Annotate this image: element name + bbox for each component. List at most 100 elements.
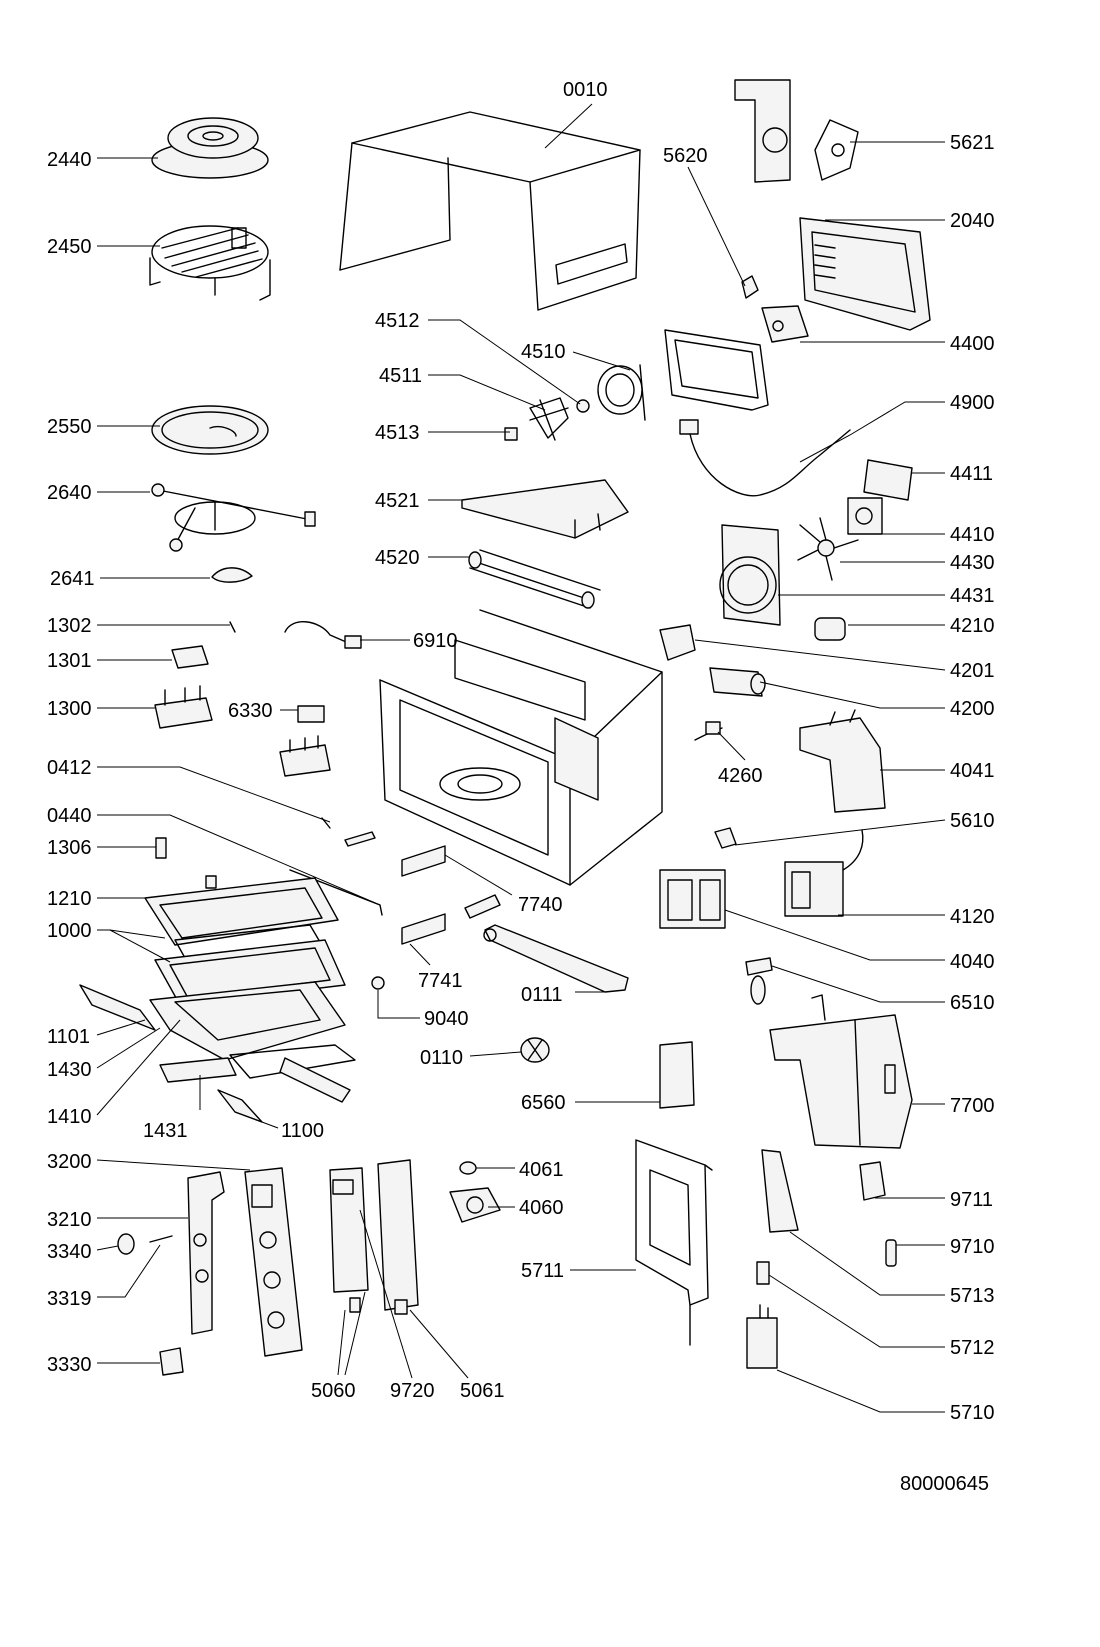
- part-1302-pin: [229, 621, 236, 633]
- part-1100-door-latch: [217, 1089, 263, 1123]
- part-4512-washer: [576, 399, 590, 413]
- part-3210-facia: [187, 1171, 225, 1335]
- label-7700: 7700: [950, 1095, 995, 1117]
- label-9710: 9710: [950, 1236, 995, 1258]
- label-4120: 4120: [950, 906, 995, 928]
- label-5610: 5610: [950, 810, 995, 832]
- part-6330-switch: [297, 705, 325, 723]
- label-1300: 1300: [47, 698, 92, 720]
- label-0412: 0412: [47, 757, 92, 779]
- part-6560-panel: [659, 1041, 695, 1109]
- label-4060: 4060: [519, 1197, 564, 1219]
- part-4040-transformer: [659, 869, 726, 929]
- label-1210: 1210: [47, 888, 92, 910]
- part-4431-fan-duct: [719, 524, 781, 626]
- label-4200: 4200: [950, 698, 995, 720]
- label-0440: 0440: [47, 805, 92, 827]
- part-1300-switch-holder: [154, 685, 213, 729]
- part-4511-stirrer-fan: [529, 397, 569, 441]
- label-4511: 4511: [379, 365, 422, 387]
- part-4513-clip: [504, 427, 518, 441]
- part-4900-thermal-cable: [679, 419, 851, 497]
- label-4431: 4431: [950, 585, 995, 607]
- part-5610-thermostat: [714, 827, 737, 849]
- label-1430: 1430: [47, 1059, 92, 1081]
- part-4510-ring: [597, 364, 646, 421]
- label-2641: 2641: [50, 568, 95, 590]
- part-1306-clip: [155, 837, 167, 859]
- label-3340: 3340: [47, 1241, 92, 1263]
- label-7740: 7740: [518, 894, 563, 916]
- part-4520-heater: [468, 549, 601, 609]
- part-4120-transformer: [784, 829, 864, 917]
- part-2440-crisp-plate: [151, 117, 269, 179]
- label-4201: 4201: [950, 660, 995, 682]
- part-2550-glass-tray: [151, 405, 269, 455]
- label-1431: 1431: [143, 1120, 188, 1142]
- part-7740-clip: [464, 894, 501, 919]
- label-9711: 9711: [950, 1189, 993, 1211]
- label-5060: 5060: [311, 1380, 356, 1402]
- label-4520: 4520: [375, 547, 420, 569]
- label-1100: 1100: [281, 1120, 324, 1142]
- label-0010: 0010: [563, 79, 608, 101]
- part-4411-bracket: [863, 459, 913, 501]
- part-5620-clip: [741, 275, 759, 299]
- label-5713: 5713: [950, 1285, 995, 1307]
- part-waveguide-gasket: [664, 329, 769, 411]
- label-3330: 3330: [47, 1354, 92, 1376]
- label-4061: 4061: [519, 1159, 564, 1181]
- part-1431-door-rail: [279, 1057, 351, 1103]
- label-2550: 2550: [47, 416, 92, 438]
- part-1210-door-frame: [144, 875, 339, 946]
- label-4430: 4430: [950, 552, 995, 574]
- label-1101: 1101: [47, 1026, 90, 1048]
- part-4060-turntable-motor: [449, 1187, 501, 1223]
- label-3200: 3200: [47, 1151, 92, 1173]
- label-5061: 5061: [460, 1380, 505, 1402]
- label-9720: 9720: [390, 1380, 435, 1402]
- label-1000: 1000: [47, 920, 92, 942]
- part-6910-connector: [344, 635, 362, 649]
- label-1306: 1306: [47, 837, 92, 859]
- label-6910: 6910: [413, 630, 458, 652]
- part-1410-door-screen: [229, 1044, 356, 1079]
- label-2440: 2440: [47, 149, 92, 171]
- label-2040: 2040: [950, 210, 995, 232]
- label-4210: 4210: [950, 615, 995, 637]
- label-4510: 4510: [521, 341, 566, 363]
- label-2640: 2640: [47, 482, 92, 504]
- label-1410: 1410: [47, 1106, 92, 1128]
- part-0110-roller: [520, 1037, 550, 1063]
- label-4400: 4400: [950, 333, 995, 355]
- label-4521: 4521: [375, 490, 420, 512]
- label-0110: 0110: [420, 1047, 463, 1069]
- part-5712-fuse-holder: [756, 1261, 770, 1285]
- part-5710-relay: [746, 1304, 778, 1369]
- part-4430-fan-blade: [797, 517, 859, 581]
- part-0111-shaft: [483, 924, 629, 993]
- part-5061-pcb: [377, 1159, 419, 1315]
- label-6330: 6330: [228, 700, 273, 722]
- label-4040: 4040: [950, 951, 995, 973]
- part-4200-hv-capacitor: [709, 667, 766, 697]
- part-labels: 0010 2440 2450 5620 5621 2040 4512 4510 …: [47, 79, 995, 1495]
- label-4512: 4512: [375, 310, 420, 332]
- part-5621-hinge-bracket: [734, 79, 859, 183]
- label-7741: 7741: [418, 970, 463, 992]
- part-3330-switch: [159, 1347, 184, 1376]
- part-2641-coupler: [211, 567, 253, 583]
- label-5620: 5620: [663, 145, 708, 167]
- label-5621: 5621: [950, 132, 995, 154]
- part-drawings: [79, 79, 931, 1376]
- part-3319-spring: [149, 1235, 173, 1243]
- part-4410-fan-motor: [847, 497, 883, 535]
- part-cavity-assembly: [379, 609, 663, 886]
- part-2450-grill-rack: [149, 225, 271, 301]
- label-1302: 1302: [47, 615, 92, 637]
- part-2040-waveguide: [799, 217, 931, 331]
- part-1431-door-handle: [159, 1057, 237, 1083]
- part-5060-pcb: [329, 1167, 369, 1313]
- label-3210: 3210: [47, 1209, 92, 1231]
